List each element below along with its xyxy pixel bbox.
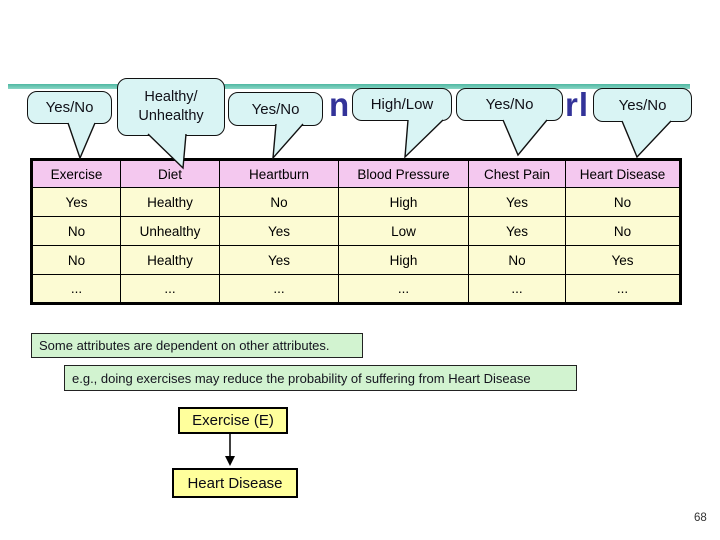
note-dependency: Some attributes are dependent on other a… (31, 333, 363, 358)
cell: No (219, 187, 339, 217)
column-header-heart-disease: Heart Disease (565, 159, 681, 188)
cell: ... (31, 274, 121, 304)
diagram-node-label: Heart Disease (187, 474, 283, 492)
arrow-down-icon (225, 433, 235, 466)
table-row: ... ... ... ... ... ... (31, 274, 681, 304)
cell: Yes (219, 245, 339, 275)
callout-label: Yes/No (618, 96, 667, 114)
column-header-exercise: Exercise (31, 159, 121, 188)
note-text: Some attributes are dependent on other a… (39, 338, 330, 353)
callout-heartburn-values: Yes/No (228, 92, 323, 126)
cell: Low (338, 216, 469, 246)
callout-label: Yes/No (251, 100, 300, 118)
callout-tail (67, 122, 96, 160)
callout-tail (404, 119, 444, 159)
callout-heart-disease-values: Yes/No (593, 88, 692, 122)
divider-line (8, 84, 690, 89)
cell: ... (565, 274, 681, 304)
hidden-title-fragment: n (329, 86, 351, 123)
cell: No (565, 216, 681, 246)
table-row: No Healthy Yes High No Yes (31, 245, 681, 275)
cell: No (565, 187, 681, 217)
column-header-blood-pressure: Blood Pressure (338, 159, 469, 188)
callout-diet-values: Healthy/ Unhealthy (117, 78, 225, 136)
callout-tail (147, 133, 187, 170)
note-text: e.g., doing exercises may reduce the pro… (72, 370, 531, 386)
cell: No (31, 245, 121, 275)
callout-tail (272, 123, 304, 161)
cell: Unhealthy (120, 216, 220, 246)
callout-label: Yes/No (45, 99, 94, 116)
cell: ... (468, 274, 566, 304)
cell: Healthy (120, 187, 220, 217)
diagram-node-label: Exercise (E) (192, 412, 274, 429)
callout-label: Healthy/ Unhealthy (138, 88, 204, 124)
note-example: e.g., doing exercises may reduce the pro… (64, 365, 577, 391)
cell: Healthy (120, 245, 220, 275)
callout-chest-pain-values: Yes/No (456, 88, 563, 121)
callout-blood-pressure-values: High/Low (352, 88, 452, 121)
table-row: Yes Healthy No High Yes No (31, 187, 681, 217)
cell: ... (219, 274, 339, 304)
callout-label: High/Low (370, 96, 434, 113)
table-header-row: Exercise Diet Heartburn Blood Pressure C… (31, 159, 681, 188)
cell: No (31, 216, 121, 246)
callout-exercise-values: Yes/No (27, 91, 112, 124)
cell: Yes (468, 187, 566, 217)
callout-tail (502, 119, 548, 157)
hidden-title-fragment: rl (565, 86, 590, 123)
cell: Yes (468, 216, 566, 246)
table-row: No Unhealthy Yes Low Yes No (31, 216, 681, 246)
cell: Yes (565, 245, 681, 275)
cell: ... (120, 274, 220, 304)
page-number: 68 (694, 512, 707, 524)
callout-label: Yes/No (485, 96, 534, 113)
cell: ... (338, 274, 469, 304)
cell: Yes (31, 187, 121, 217)
diagram-node-exercise: Exercise (E) (178, 407, 288, 434)
callout-tail (621, 120, 672, 159)
cell: High (338, 187, 469, 217)
attribute-table: Exercise Diet Heartburn Blood Pressure C… (30, 158, 682, 305)
cell: High (338, 245, 469, 275)
cell: No (468, 245, 566, 275)
diagram-node-heart-disease: Heart Disease (172, 468, 298, 498)
column-header-diet: Diet (120, 159, 220, 188)
column-header-chest-pain: Chest Pain (468, 159, 566, 188)
column-header-heartburn: Heartburn (219, 159, 339, 188)
cell: Yes (219, 216, 339, 246)
